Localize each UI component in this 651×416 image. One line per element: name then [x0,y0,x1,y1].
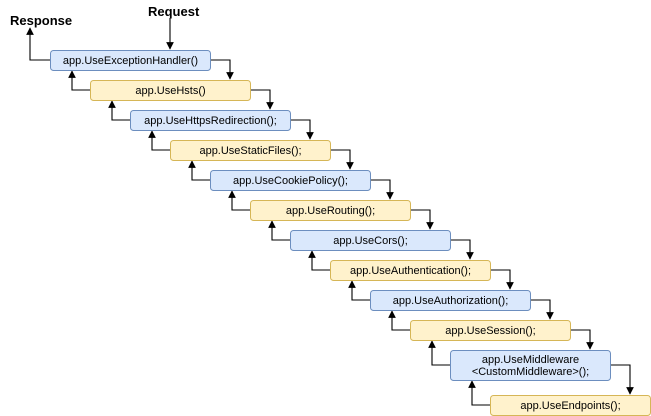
request-flow-arrow [410,209,434,230]
response-flow-arrow [228,190,250,211]
middleware-node: app.UseHttpsRedirection(); [130,110,291,131]
middleware-node: app.UseAuthorization(); [370,290,531,311]
request-flow-arrow [530,299,554,320]
request-flow-arrow [450,239,474,260]
response-flow-arrow [108,100,130,121]
request-flow-arrow [610,364,634,395]
response-flow-arrow [348,280,370,301]
middleware-box [410,320,571,341]
middleware-label: app.UseCookiePolicy(); [233,175,348,187]
middleware-label: app.UseHttpsRedirection(); [144,115,277,127]
middleware-node: app.UseRouting(); [250,200,411,221]
middleware-node: app.UseMiddleware<CustomMiddleware>(); [450,350,611,381]
middleware-node: app.UseSession(); [410,320,571,341]
request-flow-arrow [210,59,234,80]
middleware-label: app.UseHsts() [135,85,205,97]
response-label: Response [10,13,72,28]
middleware-label: app.UseMiddleware [482,354,579,366]
middleware-node: app.UseCors(); [290,230,451,251]
request-label: Request [148,4,200,19]
request-flow-arrow [290,119,314,140]
middleware-label: app.UseExceptionHandler() [63,55,198,67]
middleware-node: app.UseStaticFiles(); [170,140,331,161]
middleware-box [50,50,211,71]
response-flow-arrow [68,70,90,91]
middleware-node: app.UseCookiePolicy(); [210,170,371,191]
middleware-box [250,200,411,221]
middleware-label: app.UseEndpoints(); [520,400,620,412]
middleware-node: app.UseExceptionHandler() [50,50,211,71]
response-arrow [26,27,50,61]
response-flow-arrow [148,130,170,151]
flow-arrows [26,18,651,406]
response-flow-arrow [388,310,410,331]
middleware-label: app.UseAuthorization(); [393,295,509,307]
middleware-label: app.UseStaticFiles(); [199,145,301,157]
middleware-node: app.UseEndpoints(); [490,395,651,416]
middleware-label: app.UseAuthentication(); [350,265,471,277]
middleware-box [170,140,331,161]
request-flow-arrow [250,89,274,110]
middleware-label: app.UseCors(); [333,235,408,247]
request-flow-arrow [370,179,394,200]
middleware-box [130,110,291,131]
middleware-label: app.UseSession(); [445,325,536,337]
middleware-nodes: app.UseExceptionHandler() app.UseHsts() ap… [50,50,651,416]
request-flow-arrow [330,149,354,170]
response-flow-arrow [428,340,450,366]
request-flow-arrow [570,329,594,350]
middleware-box [370,290,531,311]
response-flow-arrow [468,380,490,406]
middleware-node: app.UseHsts() [90,80,251,101]
middleware-label: <CustomMiddleware>(); [472,366,589,378]
middleware-box [290,230,451,251]
response-flow-arrow [188,160,210,181]
middleware-box [210,170,371,191]
middleware-box [450,350,611,381]
middleware-box [330,260,491,281]
response-flow-arrow [268,220,290,241]
middleware-label: app.UseRouting(); [286,205,375,217]
response-flow-arrow [308,250,330,271]
request-flow-arrow [490,269,514,290]
middleware-box [90,80,251,101]
middleware-node: app.UseAuthentication(); [330,260,491,281]
